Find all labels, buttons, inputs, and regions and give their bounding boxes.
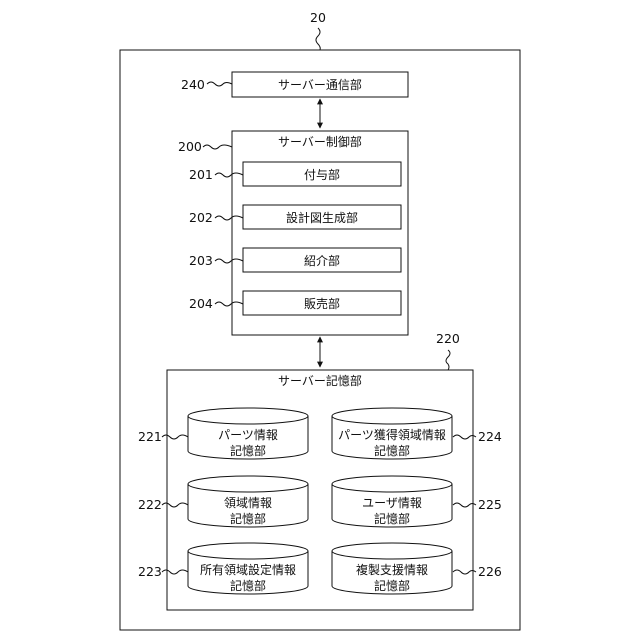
- area-info-label-2: 記憶部: [230, 511, 266, 526]
- user-info-label-1: ユーザ情報: [362, 496, 422, 510]
- ref-storage: 220: [436, 331, 460, 346]
- ref-control: 200: [178, 139, 202, 154]
- parts-acquisition-area-label-1: パーツ獲得領域情報: [338, 427, 446, 442]
- replication-support-label-2: 記憶部: [374, 578, 410, 593]
- ref-204: 204: [189, 296, 213, 311]
- ref-224: 224: [478, 429, 502, 444]
- grant-unit-label: 付与部: [304, 167, 340, 182]
- leader-device: [316, 28, 320, 50]
- owned-area-settings-label-2: 記憶部: [230, 578, 266, 593]
- introduction-unit-label: 紹介部: [304, 253, 340, 268]
- replication-support-label-1: 複製支援情報: [356, 562, 428, 577]
- server-control-label: サーバー制御部: [278, 134, 362, 149]
- ref-203: 203: [189, 253, 213, 268]
- ref-226: 226: [478, 564, 502, 579]
- blueprint-unit-label: 設計図生成部: [286, 210, 358, 225]
- user-info-label-2: 記憶部: [374, 511, 410, 526]
- parts-info-label-2: 記憶部: [230, 443, 266, 458]
- ref-223: 223: [138, 564, 162, 579]
- owned-area-settings-label-1: 所有領域設定情報: [200, 562, 296, 577]
- server-storage-label: サーバー記憶部: [278, 373, 362, 388]
- leader-comm: [207, 82, 232, 86]
- server-comm-label: サーバー通信部: [278, 77, 362, 92]
- ref-225: 225: [478, 497, 502, 512]
- ref-device: 20: [310, 10, 326, 25]
- leader-storage: [446, 350, 450, 370]
- leader-control: [203, 145, 232, 149]
- ref-202: 202: [189, 210, 213, 225]
- ref-221: 221: [138, 429, 162, 444]
- ref-222: 222: [138, 497, 162, 512]
- ref-201: 201: [189, 167, 213, 182]
- parts-acquisition-area-label-2: 記憶部: [374, 443, 410, 458]
- ref-comm: 240: [181, 77, 205, 92]
- parts-info-label-1: パーツ情報: [218, 428, 278, 442]
- sales-unit-label: 販売部: [304, 296, 340, 311]
- area-info-label-1: 領域情報: [224, 495, 272, 510]
